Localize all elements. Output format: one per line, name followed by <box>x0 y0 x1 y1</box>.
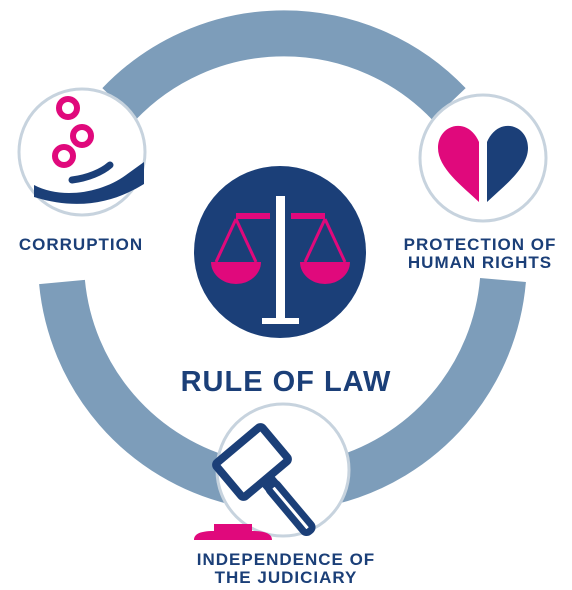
gavel-icon <box>194 423 316 540</box>
judiciary-node <box>194 402 351 540</box>
human-rights-label-line-1: PROTECTION OF <box>403 235 557 254</box>
human-rights-node <box>418 93 548 223</box>
human-rights-label: PROTECTION OF HUMAN RIGHTS <box>392 236 568 272</box>
human-rights-label-line-2: HUMAN RIGHTS <box>407 252 553 272</box>
center-title: RULE OF LAW <box>180 366 392 398</box>
corruption-node <box>17 87 147 217</box>
scales-of-justice-icon <box>194 166 366 338</box>
ring-arc-left <box>39 279 241 505</box>
hand-with-coins-icon <box>34 96 144 204</box>
heart-icon <box>438 125 528 202</box>
judiciary-label-line-2: THE JUDICIARY <box>214 567 358 587</box>
judiciary-label-line-1: INDEPENDENCE OF <box>196 550 376 569</box>
corruption-label: CORRUPTION <box>18 235 144 254</box>
ring-arc-top <box>102 10 466 121</box>
ring-arc-right <box>324 277 526 505</box>
judiciary-label: INDEPENDENCE OF THE JUDICIARY <box>176 551 396 587</box>
cycle-ring <box>39 10 526 505</box>
